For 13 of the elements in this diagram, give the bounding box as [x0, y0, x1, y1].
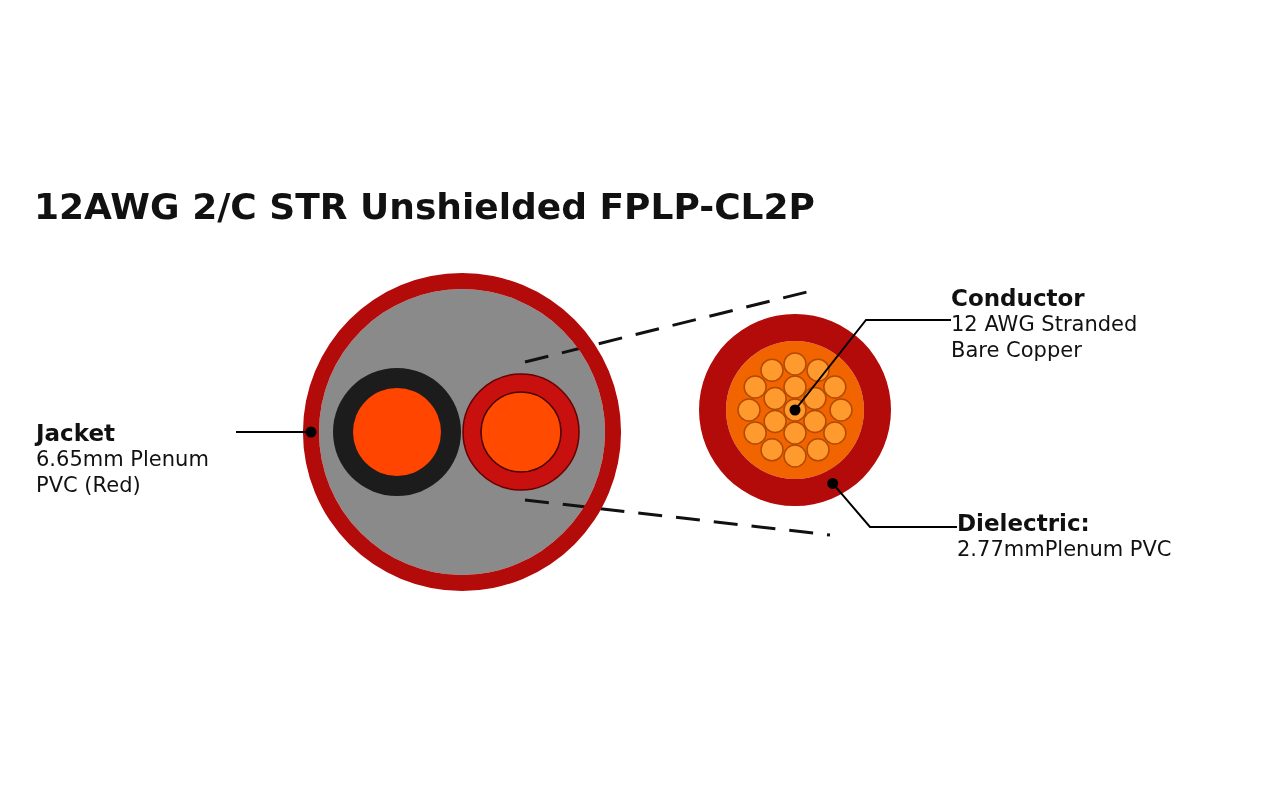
diagram-title: 12AWG 2/C STR Unshielded FPLP-CL2P [34, 186, 815, 227]
callout-heading: Conductor [951, 285, 1086, 311]
leader-line [789, 319, 952, 416]
dielectric-ring [699, 314, 891, 506]
callout-text: 6.65mm Plenum PVC (Red) [36, 446, 210, 498]
callout-text: 12 AWG Stranded Bare Copper [951, 311, 1139, 363]
callout-heading: Dielectric: [957, 510, 1091, 536]
callout-text: 2.77mmPlenum PVC [957, 536, 1173, 562]
callout-heading: Jacket [36, 420, 116, 446]
center-strand [783, 398, 807, 422]
leader-line [827, 477, 958, 528]
jacket-ring [303, 273, 621, 591]
leader-line [235, 426, 317, 438]
